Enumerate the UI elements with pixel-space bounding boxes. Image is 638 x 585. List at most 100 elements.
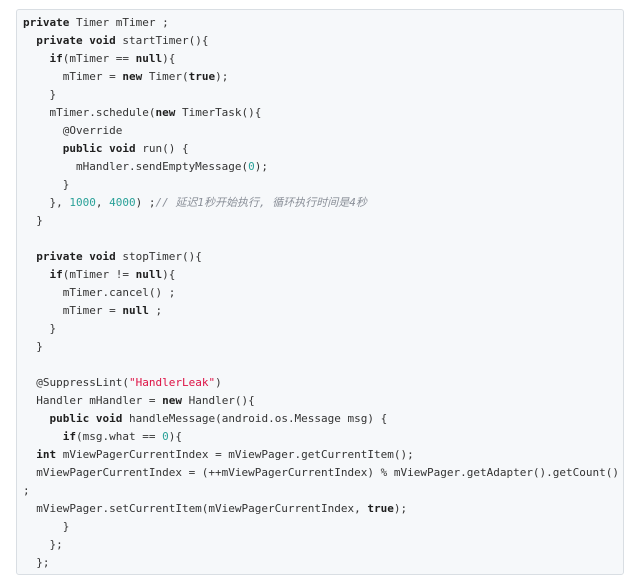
code-token: mViewPager.setCurrentItem(mViewPagerCurr… xyxy=(23,502,368,515)
code-line: mViewPager.setCurrentItem(mViewPagerCurr… xyxy=(23,500,623,518)
code-token: ; xyxy=(148,304,163,317)
code-line: mHandler.sendEmptyMessage(0); xyxy=(23,158,623,176)
code-token: public xyxy=(49,412,90,425)
code-token: if xyxy=(49,52,63,65)
code-token: 0 xyxy=(248,160,255,173)
code-token: startTimer(){ xyxy=(115,34,209,47)
code-token: (mTimer == xyxy=(62,52,136,65)
code-token: new xyxy=(155,106,176,119)
code-token: , xyxy=(95,196,110,209)
code-token: mTimer.schedule( xyxy=(23,106,156,119)
code-token: mTimer.cancel() ; xyxy=(23,286,176,299)
code-line: } xyxy=(23,320,623,338)
code-token: ) xyxy=(215,376,222,389)
code-line: @SuppressLint("HandlerLeak") xyxy=(23,374,623,392)
code-token: Handler(){ xyxy=(181,394,255,407)
code-token xyxy=(23,376,36,389)
code-line: private void stopTimer(){ xyxy=(23,248,623,266)
code-token: if xyxy=(49,268,63,281)
code-token: @Override xyxy=(62,124,123,137)
code-token: ){ xyxy=(168,430,182,443)
code-token: }; xyxy=(23,538,63,551)
code-token xyxy=(89,412,96,425)
code-token: void xyxy=(89,250,116,263)
code-token xyxy=(23,268,50,281)
code-line: mViewPagerCurrentIndex = (++mViewPagerCu… xyxy=(23,464,623,482)
code-token: void xyxy=(95,412,123,425)
code-token: } xyxy=(23,520,70,533)
code-line: private void startTimer(){ xyxy=(23,32,623,50)
code-token: ){ xyxy=(162,52,176,65)
code-token: ); xyxy=(393,502,408,515)
code-token: }; xyxy=(23,556,50,569)
code-token: null xyxy=(122,304,149,317)
code-token: private xyxy=(36,250,83,263)
code-token: 4000 xyxy=(109,196,136,209)
code-token: }, xyxy=(23,196,70,209)
code-line: public void run() { xyxy=(23,140,623,158)
code-token: TimerTask(){ xyxy=(175,106,262,119)
code-token: true xyxy=(367,502,394,515)
code-token: void xyxy=(89,34,116,47)
code-token: "HandlerLeak" xyxy=(128,376,216,389)
code-line xyxy=(23,356,623,374)
code-token: new xyxy=(162,394,182,407)
code-token xyxy=(23,448,36,461)
code-token: public xyxy=(62,142,103,155)
code-token: mTimer = xyxy=(23,70,123,83)
code-token: private xyxy=(23,16,70,29)
code-token: (mTimer != xyxy=(62,268,136,281)
code-token: private xyxy=(36,34,83,47)
code-line: public void handleMessage(android.os.Mes… xyxy=(23,410,623,428)
code-token xyxy=(23,34,36,47)
code-token xyxy=(23,52,50,65)
code-token: ){ xyxy=(162,268,176,281)
code-token xyxy=(23,412,50,425)
code-line: if(mTimer != null){ xyxy=(23,266,623,284)
code-line: } xyxy=(23,338,623,356)
code-token: run() { xyxy=(135,142,189,155)
code-token: } xyxy=(23,214,43,227)
code-token: } xyxy=(23,88,57,101)
code-token: Timer( xyxy=(142,70,189,83)
code-token: mHandler.sendEmptyMessage( xyxy=(23,160,249,173)
code-token: ); xyxy=(215,70,229,83)
code-token: stopTimer(){ xyxy=(115,250,202,263)
code-token: handleMessage(android.os.Message msg) { xyxy=(122,412,388,425)
code-token: int xyxy=(36,448,57,461)
code-token: if xyxy=(62,430,76,443)
code-line: int mViewPagerCurrentIndex = mViewPager.… xyxy=(23,446,623,464)
code-line: if(msg.what == 0){ xyxy=(23,428,623,446)
code-token: Handler mHandler = xyxy=(23,394,163,407)
code-token: 1000 xyxy=(69,196,96,209)
code-line: }, 1000, 4000) ;// 延迟1秒开始执行, 循环执行时间是4秒 xyxy=(23,194,623,212)
code-token xyxy=(23,124,63,137)
code-token: } xyxy=(23,340,43,353)
code-token xyxy=(23,250,36,263)
code-token: (msg.what == xyxy=(76,430,163,443)
code-line xyxy=(23,230,623,248)
code-token: } xyxy=(23,178,70,191)
code-token: void xyxy=(109,142,136,155)
code-token: ( xyxy=(122,376,129,389)
code-token: ); xyxy=(254,160,269,173)
code-block: private Timer mTimer ; private void star… xyxy=(16,9,624,575)
code-token: null xyxy=(135,52,163,65)
code-line: mTimer.schedule(new TimerTask(){ xyxy=(23,104,623,122)
code-line: if(mTimer == null){ xyxy=(23,50,623,68)
code-line: ; xyxy=(23,482,623,500)
code-line: } xyxy=(23,212,623,230)
code-token: Timer mTimer ; xyxy=(69,16,169,29)
code-token: mViewPagerCurrentIndex = (++mViewPagerCu… xyxy=(23,466,620,479)
code-token: mViewPagerCurrentIndex = mViewPager.getC… xyxy=(56,448,414,461)
code-token: 0 xyxy=(162,430,169,443)
code-token xyxy=(23,142,63,155)
code-token: mTimer = xyxy=(23,304,123,317)
code-line: } xyxy=(23,518,623,536)
code-token: @SuppressLint xyxy=(36,376,123,389)
code-line: mTimer = null ; xyxy=(23,302,623,320)
code-token: ; xyxy=(23,484,30,497)
code-line: }; xyxy=(23,536,623,554)
code-token: // 延迟1秒开始执行, 循环执行时间是4秒 xyxy=(155,196,367,209)
code-listing: private Timer mTimer ; private void star… xyxy=(17,10,623,572)
